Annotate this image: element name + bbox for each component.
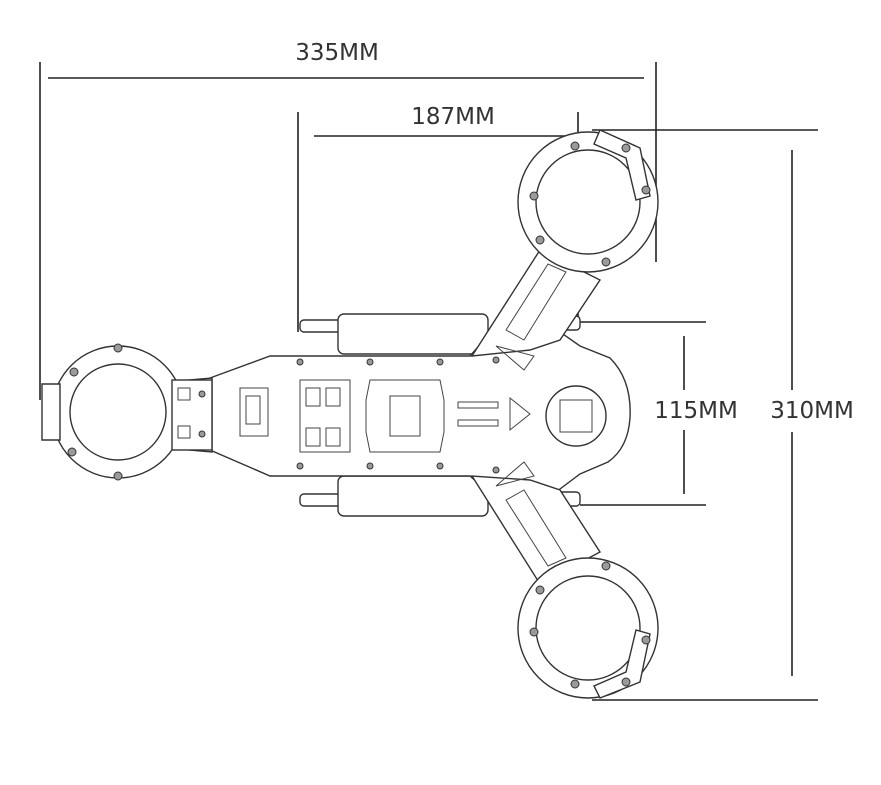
overall-width-label: 335MM <box>295 40 379 66</box>
body-width-label: 115MM <box>654 398 738 424</box>
arm-span-label: 187MM <box>411 104 495 130</box>
standoff-top <box>299 313 489 355</box>
arm-upper-right <box>470 249 602 357</box>
overall-height-label: 310MM <box>770 398 854 424</box>
tricopter-frame <box>41 129 659 699</box>
standoff-bottom <box>299 475 489 517</box>
motor-mount-upper-right <box>517 129 659 273</box>
left-arm-clamp <box>171 379 213 451</box>
motor-mount-left <box>41 343 185 481</box>
motor-mount-lower-right <box>517 557 659 699</box>
plate-details <box>239 356 607 474</box>
